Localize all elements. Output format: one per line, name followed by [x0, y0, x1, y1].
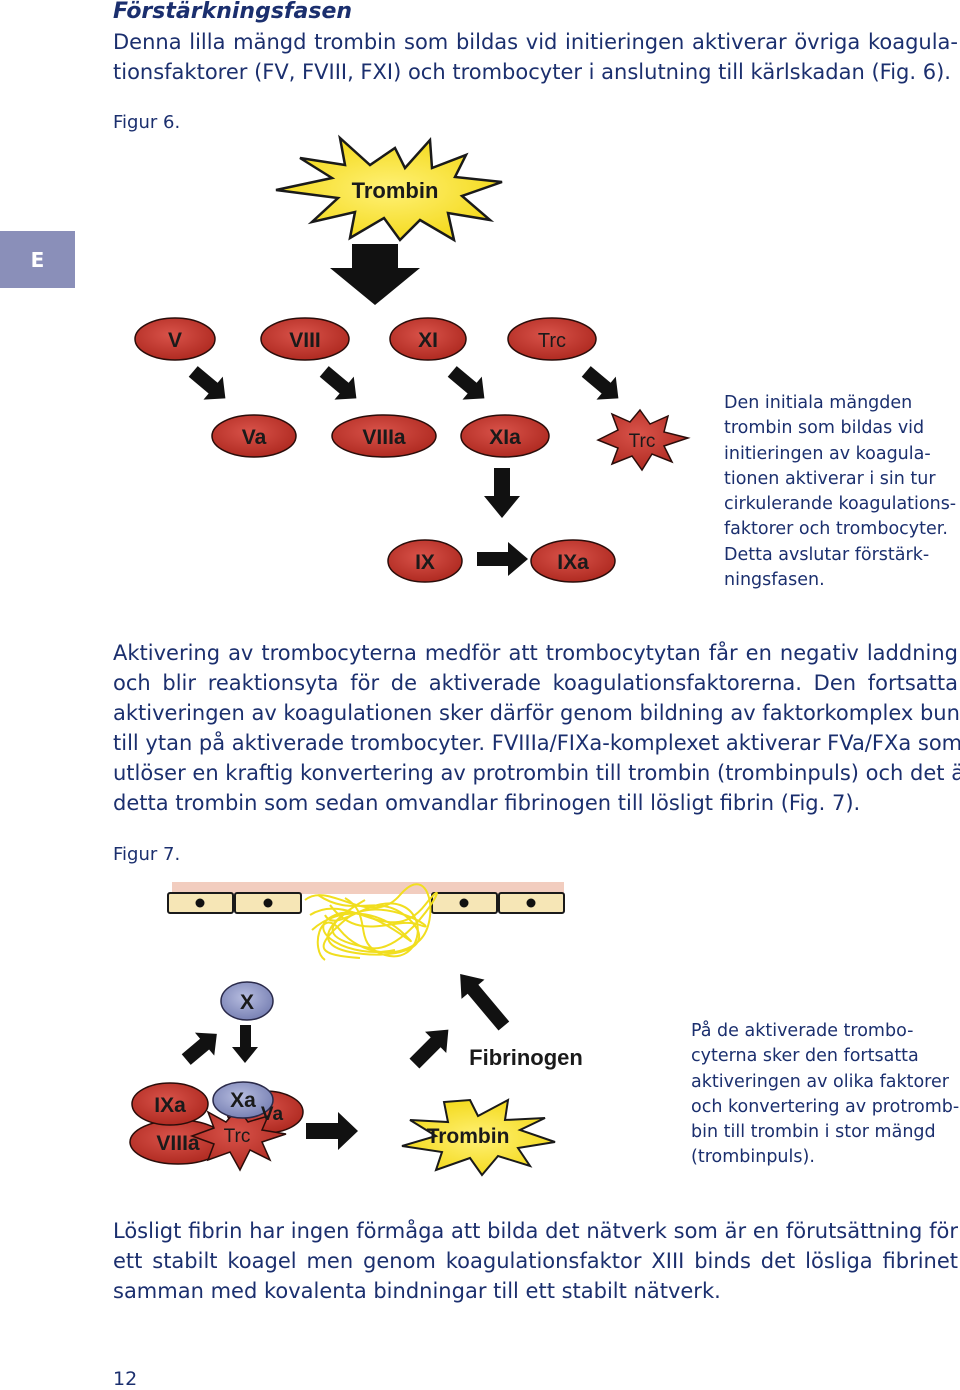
section-heading: Förstärkningsfasen [113, 0, 353, 24]
fibrin-clot [304, 883, 438, 961]
factor-xi-label: XI [418, 329, 438, 352]
factor-ixa: IXa [530, 539, 616, 583]
factor-v-label: V [168, 329, 182, 352]
figure6-side-text: Den initiala mängden trombin som bildas … [724, 391, 956, 593]
cell-nuclei [195, 898, 536, 908]
side-line: trombin som bildas vid [724, 418, 925, 439]
factor-xia: XIa [460, 414, 550, 458]
factor-xi: XI [389, 317, 467, 361]
side-tab[interactable]: E [0, 231, 75, 288]
vessel-lumen [172, 882, 564, 894]
closing-line: ett stabilt koagel men genom koagulation… [113, 1249, 958, 1273]
va-label: Va [261, 1104, 284, 1125]
side-line: och konvertering av protromb- [691, 1096, 960, 1117]
activation-arrows [188, 366, 619, 400]
fibrinogen-label: Fibrinogen [469, 1045, 583, 1070]
side-line: ningsfasen. [724, 570, 825, 591]
platelet-activated-label: Trc [629, 431, 656, 452]
prothrombinase-complex: IXa VIIIa Va Xa Trc [129, 1081, 304, 1172]
complex-to-x-arrow-icon [181, 1032, 217, 1065]
figure7-diagram: IXa VIIIa Va Xa Trc X Fibrinogen Trombin [129, 882, 583, 1177]
factor-viii: VIII [260, 317, 350, 361]
factor-viiia: VIIIa [331, 414, 437, 458]
closing-line: samman med kovalenta bindningar till ett… [113, 1279, 721, 1303]
thrombin-label-2: Trombin [427, 1125, 510, 1148]
factor-va-label: Va [242, 426, 267, 449]
page-number: 12 [113, 1368, 138, 1390]
factor-viii-label: VIII [289, 329, 321, 352]
side-line: Den initiala mängden [724, 393, 913, 413]
x-to-xa-arrow-icon [232, 1025, 258, 1063]
thrombin-label: Trombin [352, 178, 439, 203]
side-line: aktiveringen av olika faktorer [691, 1071, 949, 1092]
side-line: (trombinpuls). [691, 1147, 815, 1168]
ixa-ellipse [131, 1082, 209, 1126]
intro-line: tionsfaktorer (FV, FVIII, FXI) och tromb… [113, 60, 951, 84]
body-line: till ytan på aktiverade trombocyter. FVI… [113, 731, 960, 755]
body-paragraph: Aktivering av trombocyterna medför att t… [113, 638, 960, 818]
factor-ixa-label: IXa [557, 551, 589, 574]
figure7-caption: Figur 7. [113, 844, 181, 865]
factor-x-label: X [240, 991, 254, 1014]
xa-ellipse [212, 1081, 274, 1119]
side-line: initieringen av koagula- [724, 443, 931, 464]
intro-line: Denna lilla mängd trombin som bildas vid… [113, 30, 958, 54]
thrombin-burst-2 [401, 1098, 556, 1177]
ixa-label: IXa [154, 1094, 186, 1117]
platelet-activated: Trc [596, 408, 691, 472]
factor-xia-label: XIa [489, 426, 521, 449]
body-line: detta trombin som sedan omvandlar fibrin… [113, 791, 861, 815]
closing-line: Lösligt fibrin har ingen förmåga att bil… [113, 1219, 958, 1243]
side-line: Detta avslutar förstärk- [724, 544, 930, 565]
figure6-caption: Figur 6. [113, 112, 181, 133]
right-arrow-icon [477, 542, 528, 576]
fibrinogen-to-fibrin-arrow-icon [460, 973, 510, 1031]
side-line: faktorer och trombocyter. [724, 519, 948, 540]
thrombin-to-fibrinogen-arrow-icon [409, 1029, 449, 1069]
platelet-resting: Trc [507, 317, 597, 361]
factor-ix-label: IX [415, 551, 435, 574]
factor-va: Va [211, 414, 297, 458]
factor-v: V [134, 317, 216, 361]
down-arrow-icon [330, 244, 420, 305]
body-line: Aktivering av trombocyterna medför att t… [113, 641, 958, 665]
side-line: bin till trombin i stor mängd [691, 1122, 936, 1143]
complex-to-thrombin-arrow-icon [306, 1112, 358, 1150]
factor-viiia-label: VIIIa [362, 426, 406, 449]
body-line: utlöser en kraftig konvertering av protr… [113, 761, 960, 785]
body-line: aktiveringen av koagulationen sker därfö… [113, 701, 960, 725]
factor-ix: IX [387, 539, 463, 583]
platelet-resting-label: Trc [538, 330, 566, 352]
side-line: cyterna sker den fortsatta [691, 1046, 919, 1067]
figure7-side-text: På de aktiverade trombo- cyterna sker de… [691, 1019, 959, 1171]
viiia-label: VIIIa [156, 1132, 200, 1155]
intro-paragraph: Denna lilla mängd trombin som bildas vid… [113, 27, 958, 87]
closing-paragraph: Lösligt fibrin har ingen förmåga att bil… [113, 1216, 958, 1306]
trc-burst [189, 1106, 287, 1172]
side-line: tionen aktiverar i sin tur [724, 468, 936, 489]
trc-label: Trc [224, 1126, 251, 1147]
small-down-arrow-icon [484, 468, 520, 518]
thrombin-burst [275, 134, 503, 243]
factor-x: X [220, 981, 274, 1021]
xa-label: Xa [230, 1089, 256, 1112]
figure6-diagram: Trombin V VIII XI Trc Va VIIIa XIa Trc [134, 134, 691, 583]
body-line: och blir reaktionsyta för de aktiverade … [113, 671, 958, 695]
side-line: På de aktiverade trombo- [691, 1021, 914, 1041]
side-line: cirkulerande koagulations- [724, 494, 957, 515]
